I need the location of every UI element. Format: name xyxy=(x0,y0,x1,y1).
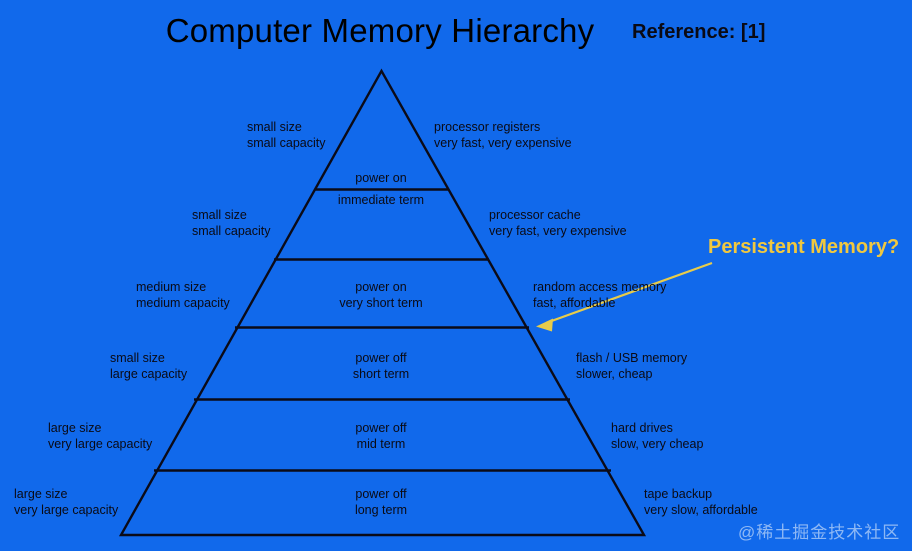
level-3-mid-line2: very short term xyxy=(339,295,423,310)
level-2-mid-line1: power on xyxy=(355,171,407,185)
level-4-mid-label: power off short term xyxy=(353,351,409,382)
level-3-left-line2: medium capacity xyxy=(136,295,230,310)
level-1-right-line1: processor registers xyxy=(434,120,541,134)
level-1-right-label: processor registers very fast, very expe… xyxy=(434,120,572,151)
level-5-left-line1: large size xyxy=(48,421,102,435)
level-3-right-line2: fast, affordable xyxy=(533,295,616,310)
level-6-mid-label: power off long term xyxy=(355,487,407,518)
level-5-right-line1: hard drives xyxy=(611,421,673,435)
level-2-right-line1: processor cache xyxy=(489,208,581,222)
level-6-left-line2: very large capacity xyxy=(14,502,119,517)
level-1-left-line1: small size xyxy=(247,120,302,134)
level-5-mid-line1: power off xyxy=(355,421,407,435)
level-5-left-line2: very large capacity xyxy=(48,436,153,451)
level-2-left-label: small size small capacity xyxy=(192,208,271,239)
level-3-left-line1: medium size xyxy=(136,280,207,294)
level-6-left-line1: large size xyxy=(14,487,68,501)
level-6-right-line2: very slow, affordable xyxy=(644,502,758,517)
level-5-mid-label: power off mid term xyxy=(355,421,406,452)
level-2-left-line1: small size xyxy=(192,208,247,222)
level-4-left-line2: large capacity xyxy=(110,366,188,381)
level-6-left-label: large size very large capacity xyxy=(14,487,118,518)
level-2-left-line2: small capacity xyxy=(192,223,271,238)
level-1-left-line2: small capacity xyxy=(247,135,326,150)
page-title: Computer Memory Hierarchy xyxy=(165,12,595,49)
persistent-memory-annotation: Persistent Memory? xyxy=(708,236,900,258)
level-6-right-line1: tape backup xyxy=(644,487,713,501)
level-1-left-label: small size small capacity xyxy=(247,120,326,151)
level-5-right-line2: slow, very cheap xyxy=(611,436,704,451)
level-3-left-label: medium size medium capacity xyxy=(136,280,230,311)
level-3-right-line1: random access memory xyxy=(533,280,667,294)
level-5-mid-line2: mid term xyxy=(356,436,406,451)
reference-label: Reference: [1] xyxy=(632,21,766,43)
level-5-left-label: large size very large capacity xyxy=(48,421,152,452)
level-1-right-line2: very fast, very expensive xyxy=(434,135,572,150)
level-4-left-line1: small size xyxy=(110,351,165,365)
level-4-left-label: small size large capacity xyxy=(110,351,187,382)
level-3-mid-line1: power on xyxy=(355,280,407,294)
level-4-right-line2: slower, cheap xyxy=(576,366,653,381)
level-3-right-label: random access memory fast, affordable xyxy=(533,280,666,311)
level-4-mid-line1: power off xyxy=(355,351,407,365)
level-2-mid-line2: immediate term xyxy=(337,193,425,207)
level-4-right-label: flash / USB memory slower, cheap xyxy=(576,351,687,382)
level-2-right-label: processor cache very fast, very expensiv… xyxy=(489,208,627,239)
level-6-mid-line1: power off xyxy=(355,487,407,501)
watermark-label: @稀土掘金技术社区 xyxy=(738,523,901,542)
level-6-mid-line2: long term xyxy=(354,502,408,517)
level-2-right-line2: very fast, very expensive xyxy=(489,223,627,238)
level-6-right-label: tape backup very slow, affordable xyxy=(644,487,758,518)
level-4-right-line1: flash / USB memory xyxy=(576,351,688,365)
level-4-mid-line2: short term xyxy=(352,366,410,381)
level-3-mid-label: power on very short term xyxy=(339,280,422,311)
level-5-right-label: hard drives slow, very cheap xyxy=(611,421,703,452)
